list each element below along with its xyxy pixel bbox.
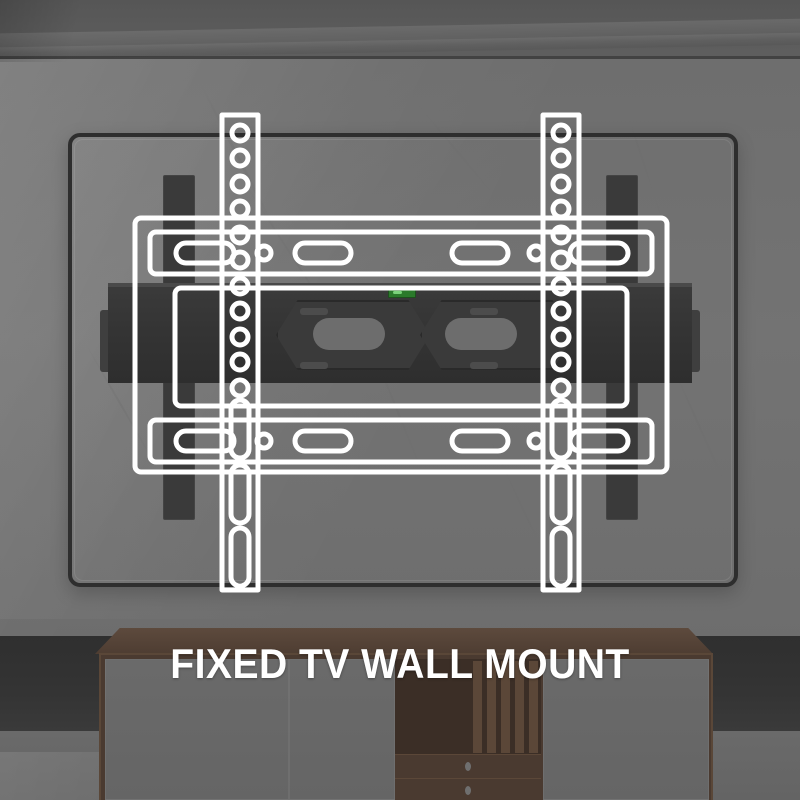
mount-screw-tab	[300, 362, 328, 369]
overlay-rail-hole	[550, 326, 572, 348]
overlay-rail-hole	[229, 275, 251, 297]
overlay-bar-slot	[567, 240, 631, 266]
overlay-rail-hole	[550, 122, 572, 144]
overlay-rail-hole	[550, 351, 572, 373]
product-title-container: FIXED TV WALL MOUNT	[0, 640, 800, 688]
console-door	[105, 659, 289, 800]
overlay-rail-slot	[549, 397, 573, 461]
overlay-rail-hole	[229, 173, 251, 195]
overlay-rail-left	[219, 112, 261, 593]
console-body	[99, 653, 713, 800]
overlay-rail-slot	[228, 397, 252, 461]
overlay-bar-slot	[173, 240, 237, 266]
mount-screw-tab	[470, 308, 498, 315]
console-drawer	[395, 754, 541, 778]
television-bezel-inner	[74, 139, 732, 581]
overlay-rail-slot	[549, 462, 573, 526]
drawer-knob-icon	[465, 786, 471, 795]
overlay-outer-frame	[132, 215, 670, 475]
drawer-knob-icon	[465, 762, 471, 771]
overlay-inner-frame	[172, 285, 630, 409]
overlay-bottom-bar	[147, 417, 655, 465]
mount-hole-left	[313, 318, 385, 350]
overlay-rail-hole	[229, 224, 251, 246]
overlay-rail-hole	[550, 147, 572, 169]
overlay-bar-slot	[173, 428, 237, 454]
overlay-rail-hole	[229, 326, 251, 348]
overlay-rail-hole	[550, 224, 572, 246]
overlay-rail-hole	[550, 275, 572, 297]
overlay-rail-slot	[228, 462, 252, 526]
tv-console	[95, 628, 713, 800]
overlay-rail-hole	[229, 198, 251, 220]
overlay-rail-hole	[229, 300, 251, 322]
console-door	[289, 659, 395, 800]
overlay-rail-hole	[550, 173, 572, 195]
overlay-top-bar	[147, 229, 655, 277]
console-top-surface	[95, 628, 713, 654]
wall-corner-shadow	[0, 0, 120, 62]
overlay-bar-slot	[449, 428, 511, 454]
overlay-rail-hole	[550, 198, 572, 220]
overlay-rail-hole	[550, 300, 572, 322]
overlay-rail-hole	[229, 249, 251, 271]
overlay-rail-slot	[549, 525, 573, 589]
mount-hole-right	[445, 318, 517, 350]
overlay-rail-hole	[229, 377, 251, 399]
ceiling	[0, 0, 800, 59]
overlay-bar-slot	[292, 428, 354, 454]
page-title: FIXED TV WALL MOUNT	[170, 640, 630, 687]
overlay-rail-hole	[550, 377, 572, 399]
overlay-bar-slot	[292, 240, 354, 266]
console-shelf-slats	[473, 661, 539, 753]
console-door	[543, 659, 709, 800]
overlay-bar-slot	[449, 240, 511, 266]
overlay-rail-slot	[228, 525, 252, 589]
overlay-rail-hole	[229, 147, 251, 169]
overlay-rail-hole	[550, 249, 572, 271]
overlay-rail-hole	[229, 351, 251, 373]
overlay-rail-right	[540, 112, 582, 593]
mount-screw-tab	[470, 362, 498, 369]
console-drawer	[395, 778, 541, 800]
overlay-rail-hole	[229, 122, 251, 144]
console-open-shelf	[395, 659, 541, 800]
mount-screw-tab	[300, 308, 328, 315]
